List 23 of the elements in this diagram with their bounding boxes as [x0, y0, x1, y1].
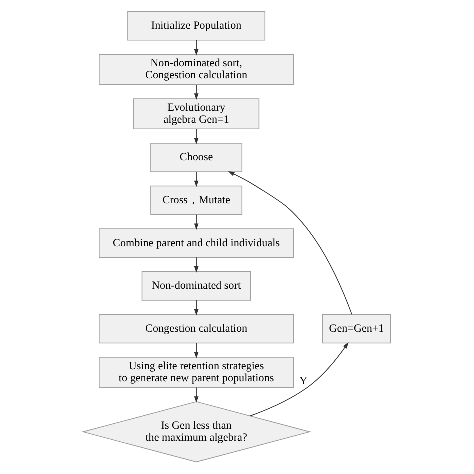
arrow [194, 342, 199, 359]
arrow [194, 387, 199, 403]
node-box: Evolutionary algebra Gen=1 [134, 98, 260, 130]
arrow [194, 172, 199, 188]
node-box: Non-dominated sort [142, 272, 252, 301]
edge-label: Y [300, 376, 308, 388]
node-box: Choose [150, 143, 243, 172]
node-box: Cross，Mutate [150, 186, 243, 216]
arrow [194, 128, 199, 145]
arrow [194, 84, 199, 100]
node-box: Gen=Gen+1 [322, 314, 392, 344]
arrow [194, 300, 199, 316]
node-diamond: Is Gen less than the maximum algebra? [82, 402, 312, 463]
node-box: Combine parent and child individuals [99, 228, 294, 258]
node-box: Non-dominated sort, Congestion calculation [99, 54, 294, 86]
arrow [250, 342, 349, 417]
arrow [194, 40, 199, 56]
arrow [194, 214, 199, 230]
arrow [194, 257, 199, 273]
node-box: Initialize Population [128, 11, 266, 41]
arrow [228, 172, 352, 316]
node-box: Using elite retention strategies to generate new parent populations [99, 357, 294, 388]
node-box: Congestion calculation [99, 314, 294, 344]
